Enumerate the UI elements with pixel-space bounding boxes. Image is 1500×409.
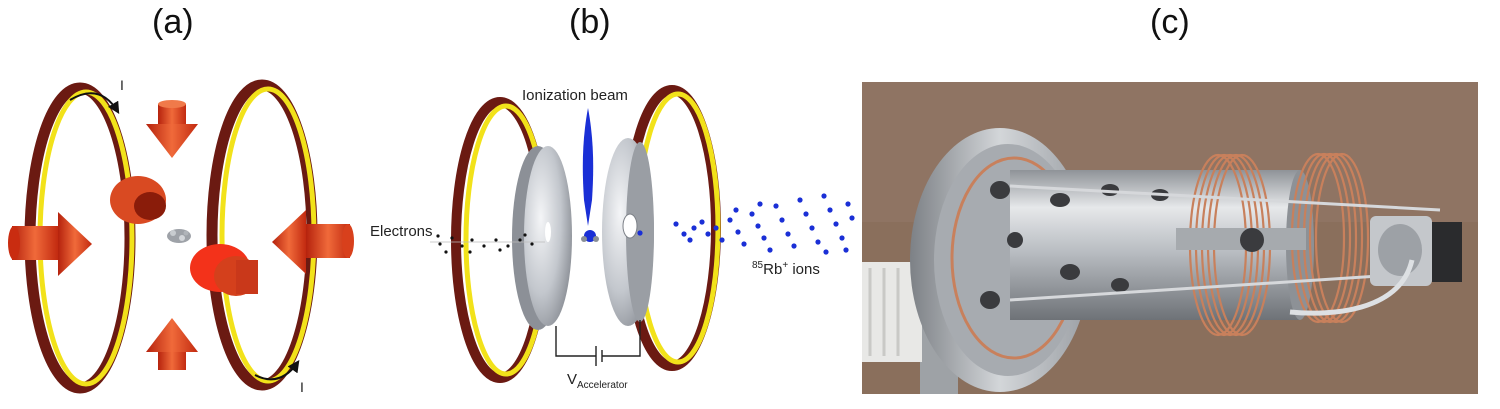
current-arrow-top: [69, 92, 120, 115]
panel-c-label: (c): [1150, 3, 1190, 41]
electron-stream: [436, 233, 534, 254]
panel-a-label: (a): [152, 3, 194, 41]
current-label-top: I: [120, 77, 124, 93]
atom-cloud: [167, 229, 191, 243]
support-rods: [1009, 184, 1441, 302]
cable: [1289, 259, 1415, 316]
voltage-label: VAccelerator: [567, 371, 628, 391]
beam-arrow-right: [272, 210, 354, 274]
panel-c-photo: [862, 82, 1478, 394]
panel-b-label: (b): [569, 3, 611, 41]
beam-arrow-diagonal-back: [110, 176, 166, 224]
current-arrow-bottom: [254, 360, 300, 381]
beam-arrow-diagonal-front: [190, 244, 258, 296]
current-label-bottom: I: [300, 379, 304, 395]
ionization-beam: [582, 108, 594, 226]
ion-stream: [637, 193, 855, 255]
electrons-label: Electrons: [370, 223, 433, 240]
ionization-beam-label: Ionization beam: [522, 87, 628, 104]
tube-ports: [980, 181, 1169, 309]
beam-arrow-top: [146, 100, 198, 158]
left-electrode: [512, 146, 572, 330]
panel-a-diagram: I I: [8, 77, 354, 395]
accelerator-circuit: [555, 320, 641, 366]
right-electrode: [602, 138, 654, 326]
ions-label: 85Rb+ ions: [752, 260, 820, 278]
beam-arrow-left: [8, 212, 92, 276]
panel-b-diagram: Ionization beam Electrons: [370, 85, 855, 391]
beam-arrow-bottom: [146, 318, 198, 370]
